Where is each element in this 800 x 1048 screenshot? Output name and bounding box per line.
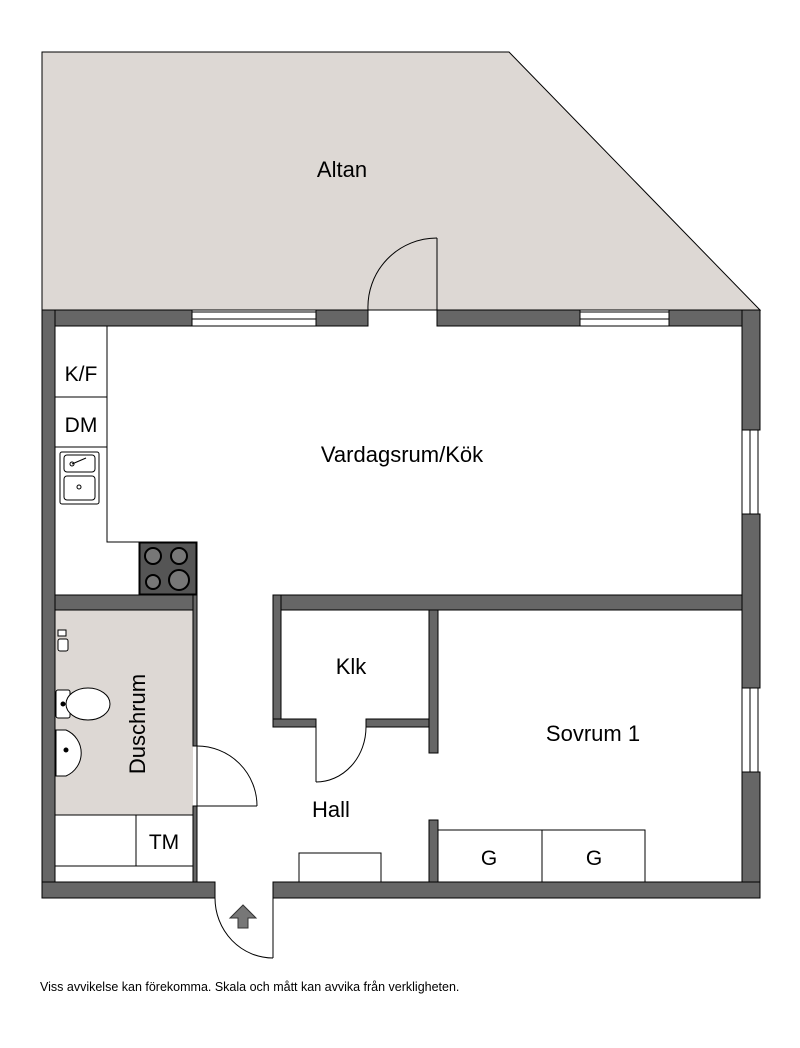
fixture-label-g1: G [481, 847, 497, 870]
fixture-label-g2: G [586, 847, 602, 870]
disclaimer-text: Viss avvikelse kan förekomma. Skala och … [40, 980, 460, 994]
room-label-klk: Klk [336, 654, 368, 679]
stove-icon [139, 542, 197, 595]
wardrobes [437, 829, 646, 883]
kitchen-counter [55, 325, 198, 595]
washbasin-icon [55, 729, 82, 777]
entrance-arrow-icon [228, 904, 258, 929]
doors [196, 237, 438, 959]
room-label-altan: Altan [317, 157, 367, 182]
sink-icon [59, 451, 100, 505]
fixture-label-kf: K/F [65, 363, 98, 386]
room-label-duschrum: Duschrum [125, 674, 150, 774]
fixture-label-tm: TM [149, 831, 179, 854]
fixture-label-dm: DM [65, 414, 98, 437]
room-label-hall: Hall [312, 797, 350, 822]
room-label-vardagsrum: Vardagsrum/Kök [321, 442, 484, 467]
tm-cabinet [55, 814, 193, 867]
hall-shelf [298, 852, 382, 883]
altan-area [41, 51, 762, 311]
walls [41, 309, 761, 899]
shower-icon [57, 629, 69, 652]
room-label-sovrum: Sovrum 1 [546, 721, 640, 746]
windows [191, 311, 759, 773]
toilet-icon [55, 687, 111, 721]
